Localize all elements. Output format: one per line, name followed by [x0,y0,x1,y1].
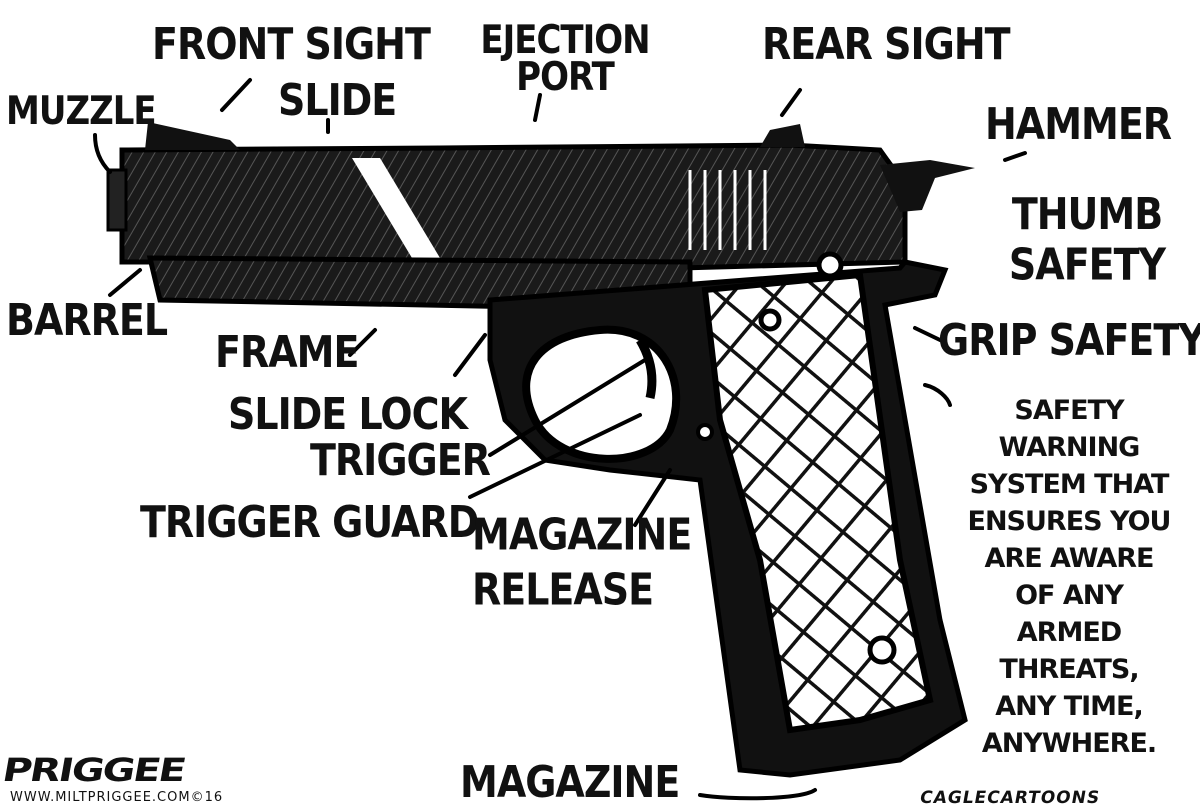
warning-line: ANY TIME, [995,691,1143,722]
label-frame: FRAME [215,326,359,378]
leader-lines [93,78,1027,801]
label-trigger: TRIGGER [310,434,491,486]
warning-line: ARE AWARE [984,543,1155,574]
label-grip-safety: GRIP SAFETY [938,314,1200,366]
safety-warning-text: SAFETY WARNING SYSTEM THAT ENSURES YOU A… [940,392,1198,762]
warning-line: SAFETY WARNING [998,395,1141,463]
warning-line: SYSTEM THAT [969,469,1170,500]
artist-website: WWW.MILTPRIGGEE.COM©16 [10,790,224,805]
artist-signature: PRIGGEE [0,752,188,789]
warning-line: ANYWHERE. [981,728,1157,759]
label-ejection-port: EJECTION PORT [480,17,650,101]
label-front-sight: FRONT SIGHT [152,18,431,70]
label-slide: SLIDE [278,74,397,126]
label-magazine: MAGAZINE [460,756,680,808]
label-rear-sight: REAR SIGHT [762,18,1011,70]
warning-line: THREATS, [999,654,1139,685]
label-slide-lock: SLIDE LOCK [228,388,468,440]
hammer-shape [880,160,975,212]
publisher-credit: CAGLECARTOONS [918,788,1102,808]
slide-shape [106,122,908,271]
label-magazine-release: MAGAZINE RELEASE [472,509,692,615]
warning-line: ARMED [1016,617,1122,648]
warning-line: ENSURES YOU [967,506,1172,537]
label-thumb-safety: THUMB SAFETY [1008,188,1166,290]
label-hammer: HAMMER [985,98,1172,150]
label-muzzle: MUZZLE [6,88,157,135]
label-trigger-guard: TRIGGER GUARD [140,496,479,548]
warning-line: OF ANY [1015,580,1124,611]
label-barrel: BARREL [6,294,168,346]
trigger-shape [636,337,657,399]
